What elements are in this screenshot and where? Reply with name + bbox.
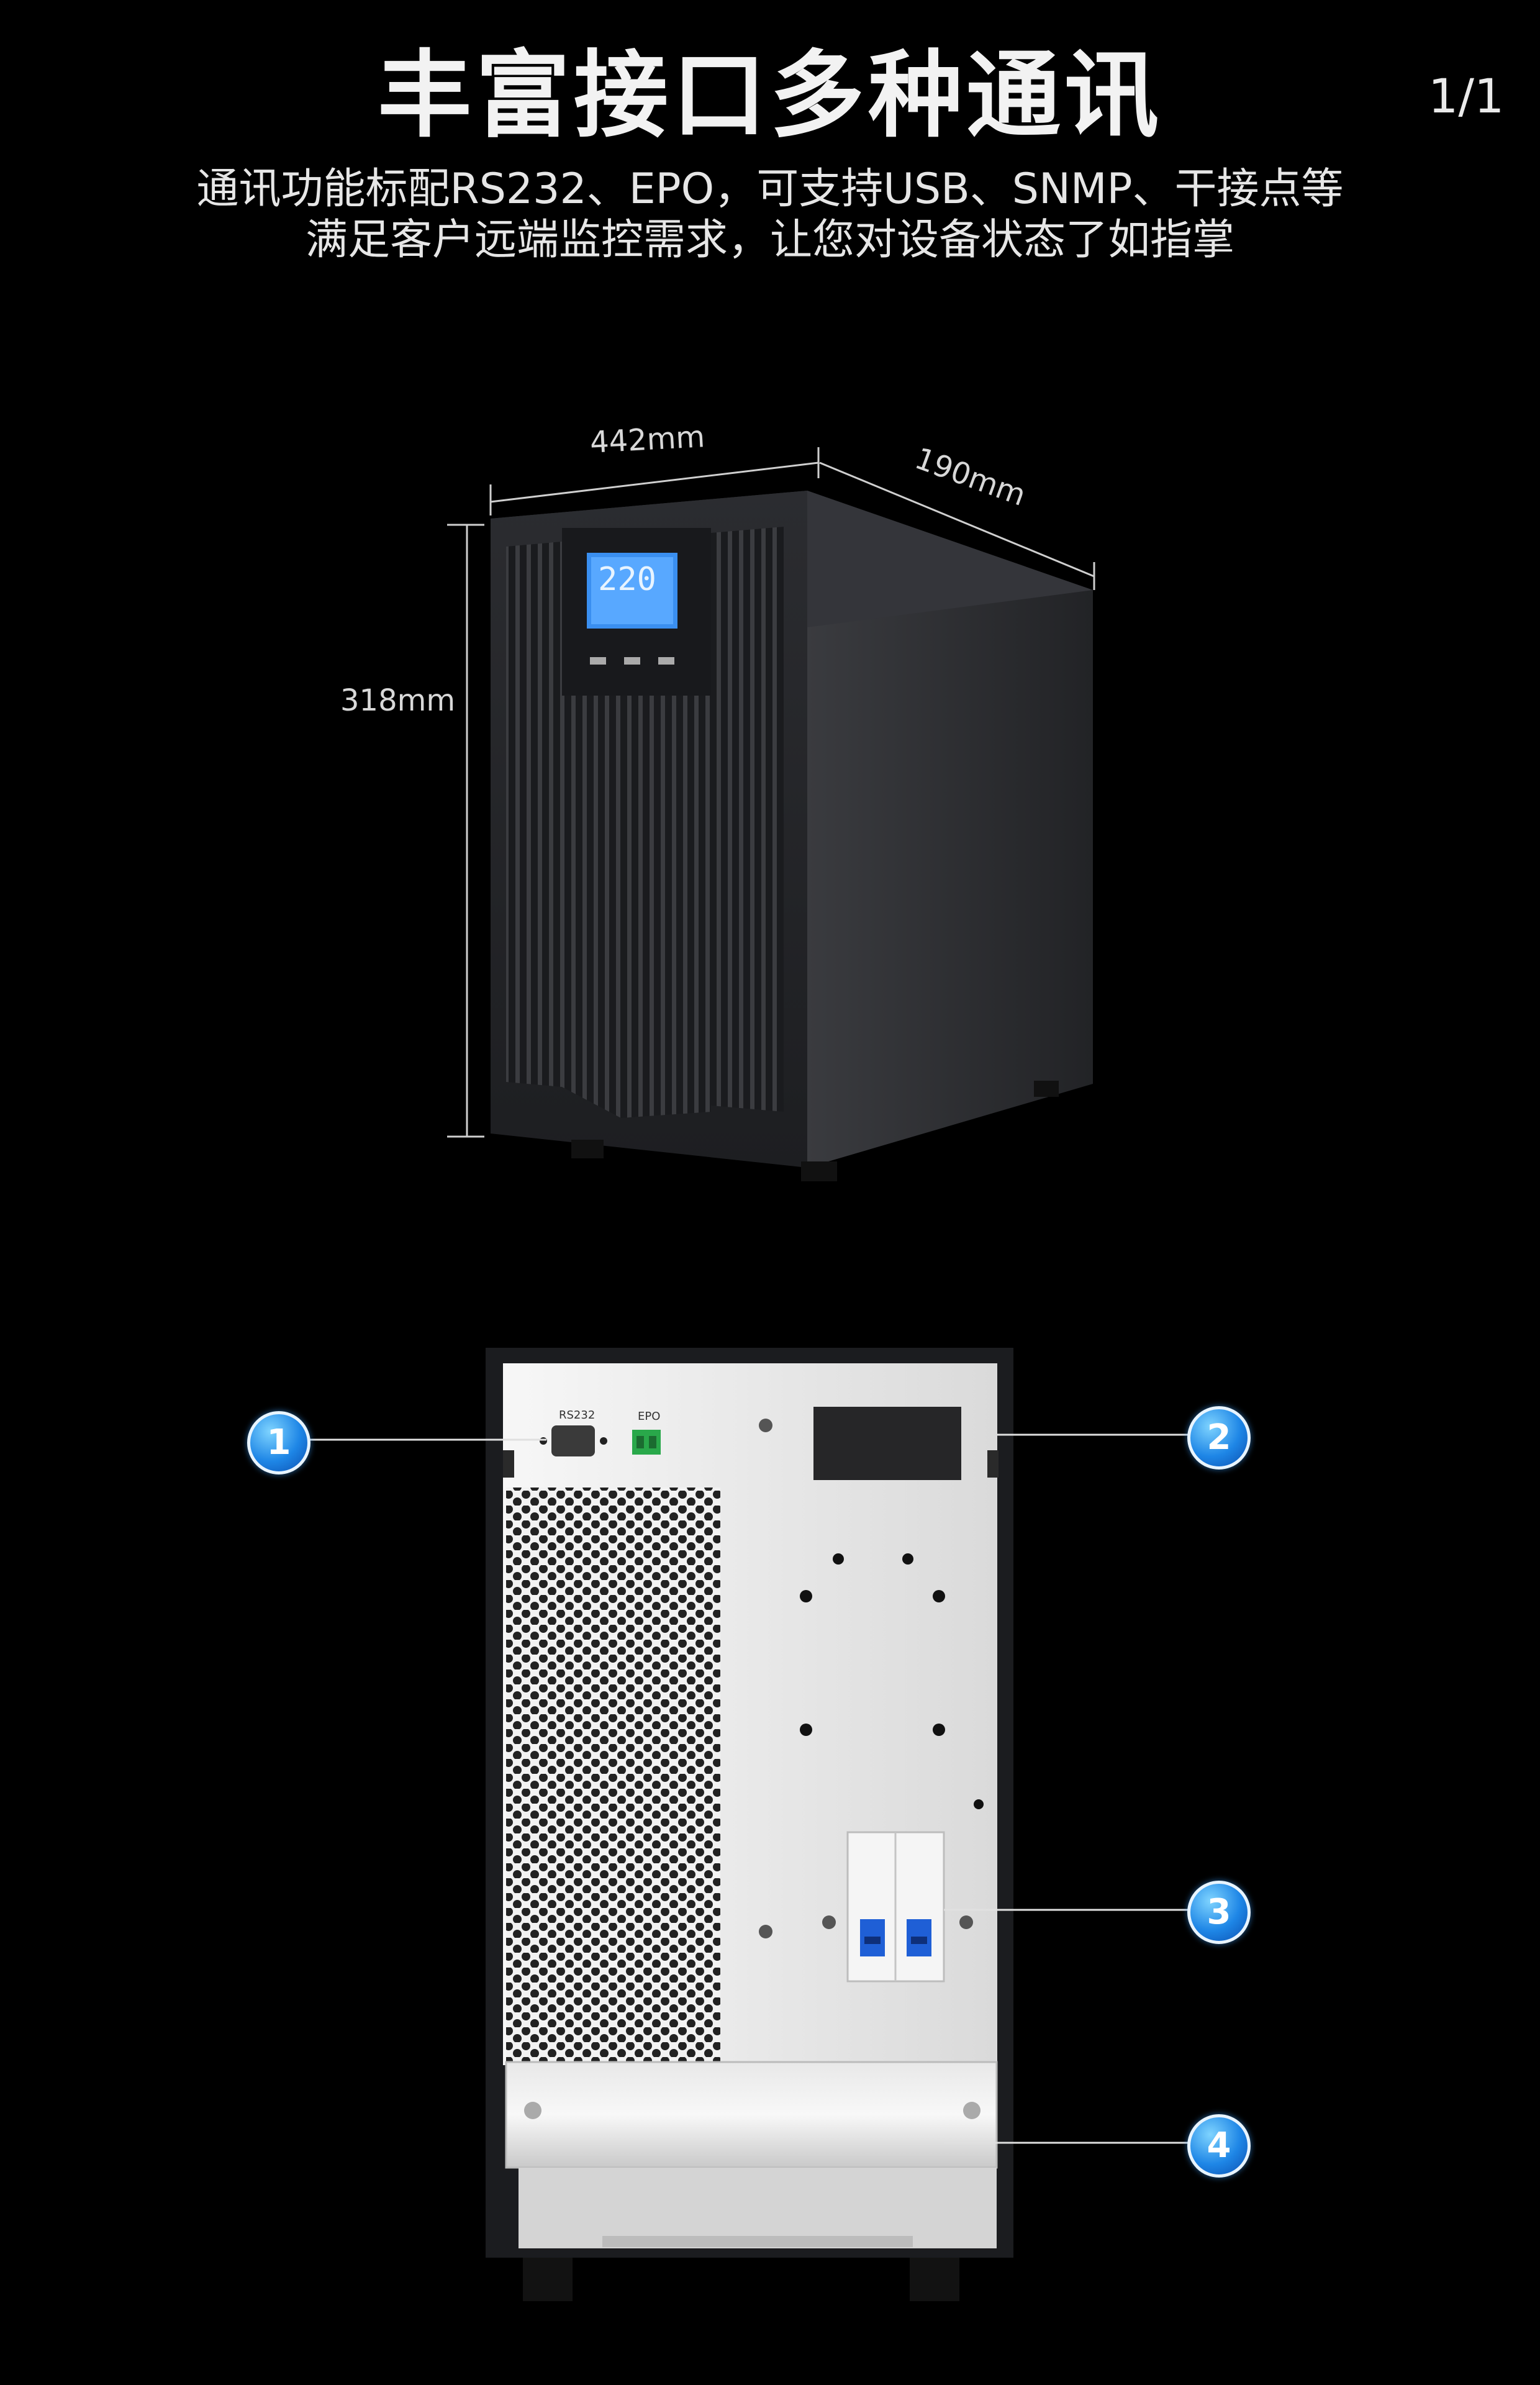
callout-badge-2: 2 [1187,1406,1251,1470]
height-dimension-label: 318mm [340,683,456,718]
callout-badge-1: 1 [247,1411,310,1474]
page-title: 丰富接口多种通讯 [378,40,1162,150]
callout-badge-3: 3 [1187,1881,1251,1944]
lcd-readout: 220 [598,561,656,598]
page-indicator: 1/1 [1428,68,1505,124]
subtitle-line-1: 通讯功能标配RS232、EPO，可支持USB、SNMP、干接点等 [196,165,1344,214]
callout-badge-4: 4 [1187,2114,1251,2178]
epo-port-label: EPO [638,1410,661,1423]
width-dimension-label: 442mm [589,419,706,460]
subtitle-line-2: 满足客户远端监控需求，让您对设备状态了如指掌 [305,216,1234,265]
rs232-port-label: RS232 [559,1409,596,1422]
